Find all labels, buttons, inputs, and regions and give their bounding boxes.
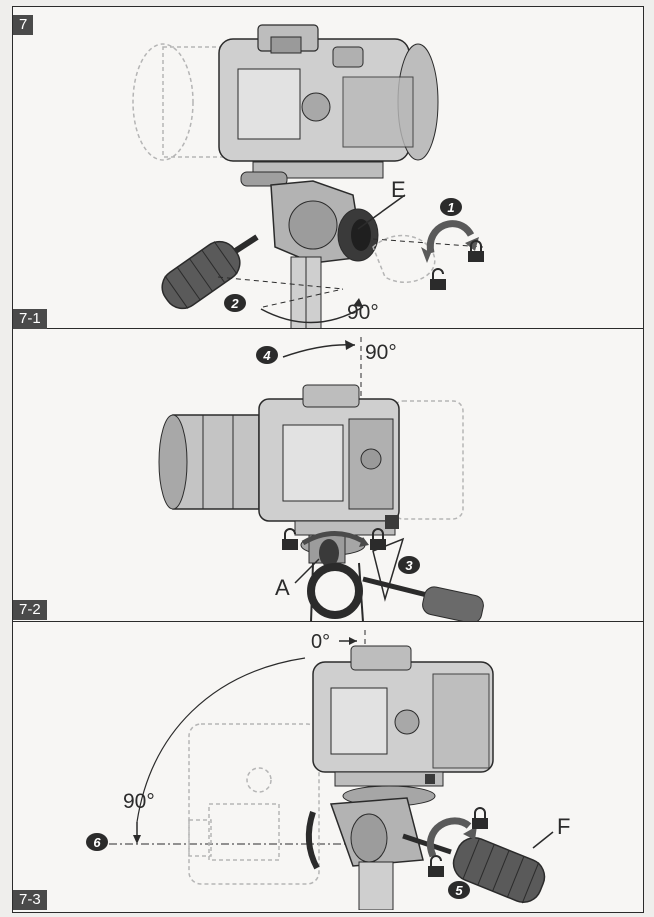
pan-handle-illustration — [161, 234, 259, 310]
panel-7-3: 0° 90° 6 — [12, 621, 644, 913]
step-badge-2: 2 — [224, 294, 246, 312]
lock-open-icon-3 — [428, 855, 444, 877]
camera-illustration — [218, 24, 439, 162]
panel-7-2: 4 90° — [12, 328, 644, 622]
camera-illustration-side — [258, 384, 400, 522]
ghost-hand — [372, 234, 436, 283]
svg-text:1: 1 — [447, 200, 454, 215]
lock-closed-icon — [468, 240, 484, 262]
pan-handle-illustration-2 — [362, 537, 484, 622]
step-badge-6: 6 — [86, 833, 108, 851]
camera-illustration-upright — [312, 645, 494, 773]
svg-text:5: 5 — [455, 883, 463, 898]
svg-text:4: 4 — [262, 348, 271, 363]
lock-open-icon-2 — [282, 528, 298, 550]
svg-text:2: 2 — [230, 296, 239, 311]
angle-label-90-pan: 90° — [365, 341, 397, 364]
step-badge-5: 5 — [448, 881, 470, 899]
angle-label-0: 0° — [311, 631, 330, 653]
step-badge-4: 4 — [256, 346, 278, 364]
lock-closed-icon-2 — [370, 528, 386, 550]
curved-arrow-icon-3 — [427, 817, 472, 858]
angle-label-90: 90° — [347, 301, 379, 324]
step-badge-3: 3 — [398, 556, 420, 574]
panel-7-1-illustration: 1 2 E 90° — [132, 24, 484, 329]
callout-f: F — [557, 814, 570, 839]
callout-a: A — [275, 575, 290, 600]
angle-label-90-tilt: 90° — [123, 790, 155, 813]
camera-lens-illustration — [158, 414, 260, 510]
section-tag-7-1: 7-1 — [13, 309, 47, 329]
callout-e: E — [391, 177, 406, 202]
ghost-camera-rotated — [188, 723, 320, 885]
panel-7-3-illustration: 0° 90° 6 — [86, 630, 570, 910]
tilt-arc — [136, 657, 306, 823]
svg-text:6: 6 — [93, 835, 101, 850]
ghost-camera — [392, 400, 464, 520]
section-tag-7: 7 — [13, 15, 34, 35]
step-badge-1: 1 — [440, 198, 462, 216]
panel-7-1: 7 — [12, 6, 644, 329]
curved-arrow-icon-2 — [301, 530, 365, 546]
lock-open-icon — [430, 268, 446, 290]
panel-7-2-illustration: 4 90° — [158, 337, 484, 622]
lock-knob-e — [337, 194, 406, 262]
tripod-head-illustration — [240, 161, 384, 329]
rotation-arrow-90 — [260, 306, 364, 324]
ghost-lens — [132, 43, 234, 161]
lock-closed-icon-3 — [472, 807, 488, 829]
tripod-head-illustration-2 — [294, 515, 399, 622]
svg-text:3: 3 — [405, 558, 413, 573]
rotation-arrow-90-top — [282, 344, 356, 358]
tripod-head-illustration-3 — [305, 771, 444, 910]
section-tag-7-2: 7-2 — [13, 600, 47, 620]
pan-handle-illustration-3 — [402, 831, 554, 904]
section-tag-7-3: 7-3 — [13, 890, 47, 910]
